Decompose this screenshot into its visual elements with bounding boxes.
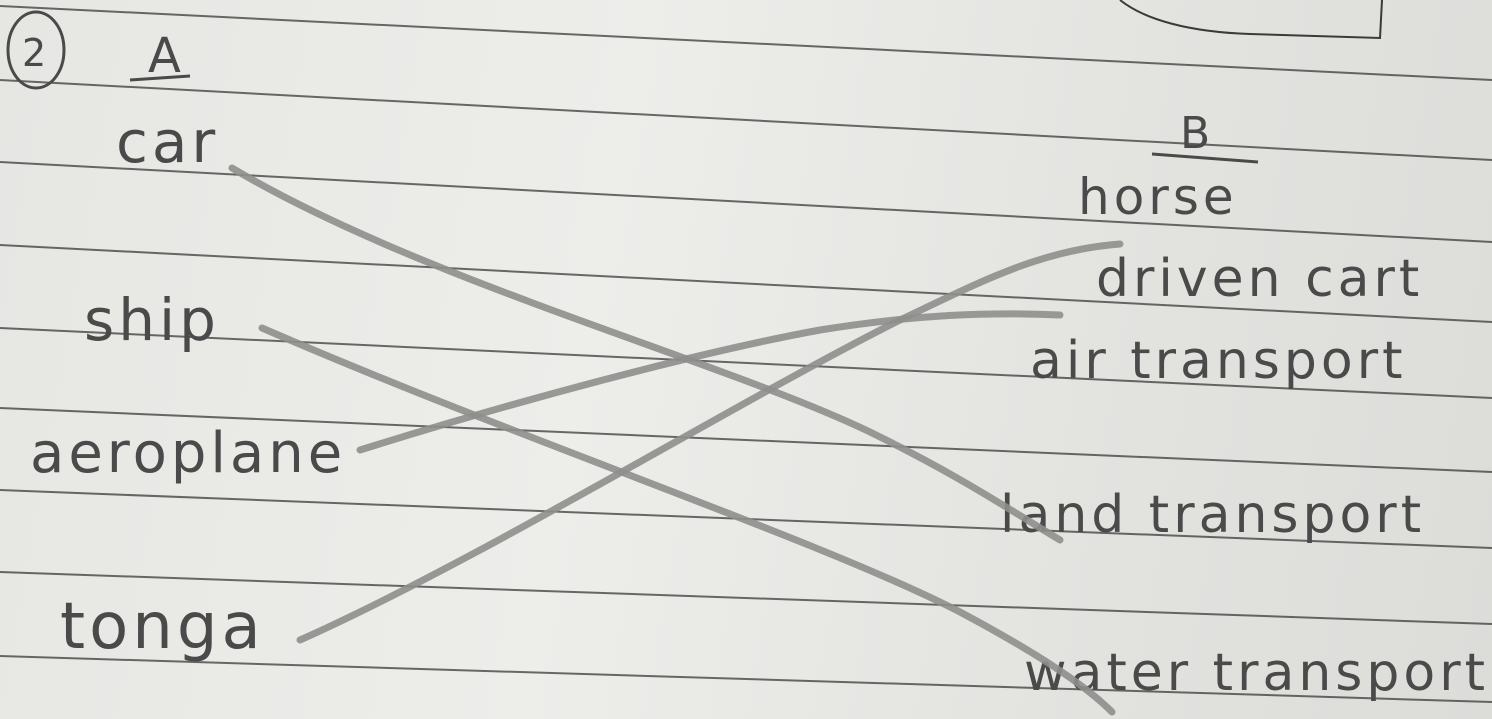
column-a-list: car ship aeroplane tonga xyxy=(30,108,346,664)
match-line-aeroplane-air-transport xyxy=(356,310,1064,454)
column-b-underline xyxy=(1151,152,1259,164)
ruled-line xyxy=(0,327,1492,399)
column-a-item: car xyxy=(116,108,219,176)
ruled-line xyxy=(0,5,1492,81)
column-b-item: water transport xyxy=(1024,643,1489,703)
column-a-header: A xyxy=(148,28,185,84)
column-a-item: tonga xyxy=(60,590,265,664)
question-number-circle xyxy=(6,10,66,90)
column-b-list: horse driven cart air transport land tra… xyxy=(1000,168,1489,703)
column-b-item: air transport xyxy=(1030,331,1407,391)
corner-box xyxy=(1119,0,1383,40)
ruled-line xyxy=(0,571,1492,625)
ruled-line xyxy=(0,244,1492,323)
column-b-item: driven cart xyxy=(1096,249,1423,309)
column-b-item: horse xyxy=(1078,168,1238,226)
ruled-line xyxy=(0,407,1492,473)
ruled-line xyxy=(0,655,1492,703)
matching-lines xyxy=(228,164,1124,716)
ruled-line xyxy=(0,79,1492,161)
column-a-item: aeroplane xyxy=(30,421,346,486)
question-number: 2 xyxy=(22,31,50,75)
ruled-line xyxy=(0,161,1492,243)
column-b-item: land transport xyxy=(1000,485,1425,545)
column-b-header: B xyxy=(1180,108,1214,159)
column-a-underline xyxy=(129,74,191,82)
match-line-tonga-driven-cart xyxy=(296,240,1124,644)
column-a-item: ship xyxy=(84,286,220,354)
match-line-ship-water-transport xyxy=(258,324,1116,716)
